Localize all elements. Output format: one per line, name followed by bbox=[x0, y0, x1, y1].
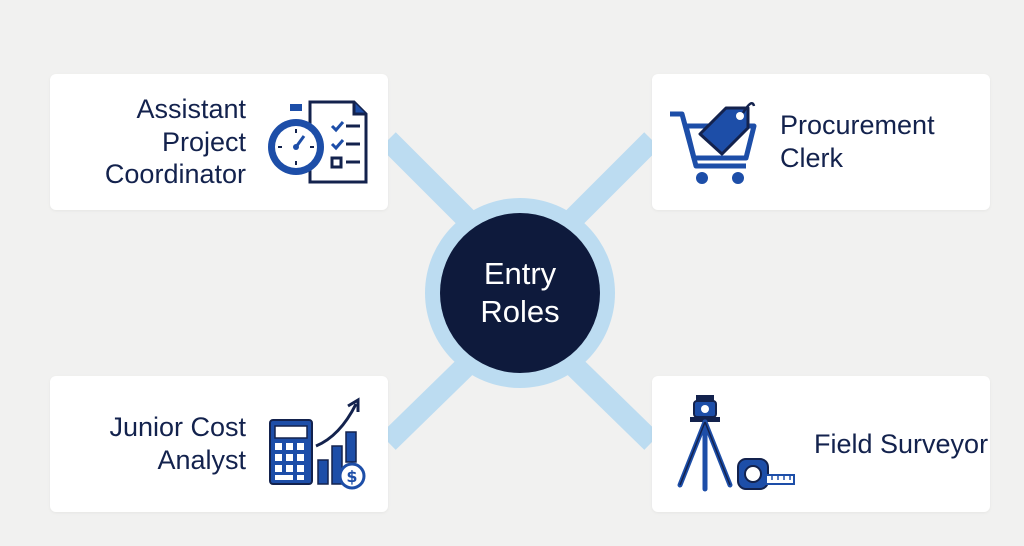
role-label: Procurement Clerk bbox=[780, 109, 935, 175]
role-label-line: Procurement bbox=[780, 110, 935, 141]
svg-text:$: $ bbox=[346, 467, 357, 486]
hub-label-line-1: Entry bbox=[483, 256, 557, 292]
connector-top-left bbox=[380, 132, 478, 230]
connector-bottom-left bbox=[380, 354, 478, 450]
role-label-line: Analyst bbox=[157, 445, 246, 475]
role-label: Junior Cost Analyst bbox=[109, 411, 246, 477]
role-label: Assistant Project Coordinator bbox=[105, 93, 246, 192]
connector-bottom-right bbox=[562, 354, 660, 450]
role-card-assistant-project-coordinator: Assistant Project Coordinator bbox=[50, 74, 388, 210]
role-label: Field Surveyor bbox=[814, 428, 988, 461]
connector-top-right bbox=[562, 132, 660, 230]
role-label-line: Field Surveyor bbox=[814, 428, 989, 459]
stopwatch-checklist-icon bbox=[268, 100, 368, 184]
calculator-chart-icon: $ bbox=[269, 397, 366, 490]
role-card-field-surveyor: Field Surveyor bbox=[652, 376, 990, 512]
hub-label-line-2: Roles bbox=[480, 294, 560, 329]
role-label-line: Assistant bbox=[136, 93, 246, 124]
role-label-line: Project bbox=[161, 126, 246, 157]
shopping-cart-tag-icon bbox=[670, 102, 757, 184]
role-label-line: Junior Cost bbox=[109, 412, 246, 443]
hub-circle: Entry Roles bbox=[440, 213, 600, 373]
role-card-procurement-clerk: Procurement Clerk bbox=[652, 74, 990, 210]
tripod-tape-measure-icon bbox=[677, 395, 795, 492]
role-label-line: Clerk bbox=[780, 143, 844, 173]
role-card-junior-cost-analyst: Junior Cost Analyst $ bbox=[50, 376, 388, 512]
role-label-line: Coordinator bbox=[104, 159, 246, 190]
